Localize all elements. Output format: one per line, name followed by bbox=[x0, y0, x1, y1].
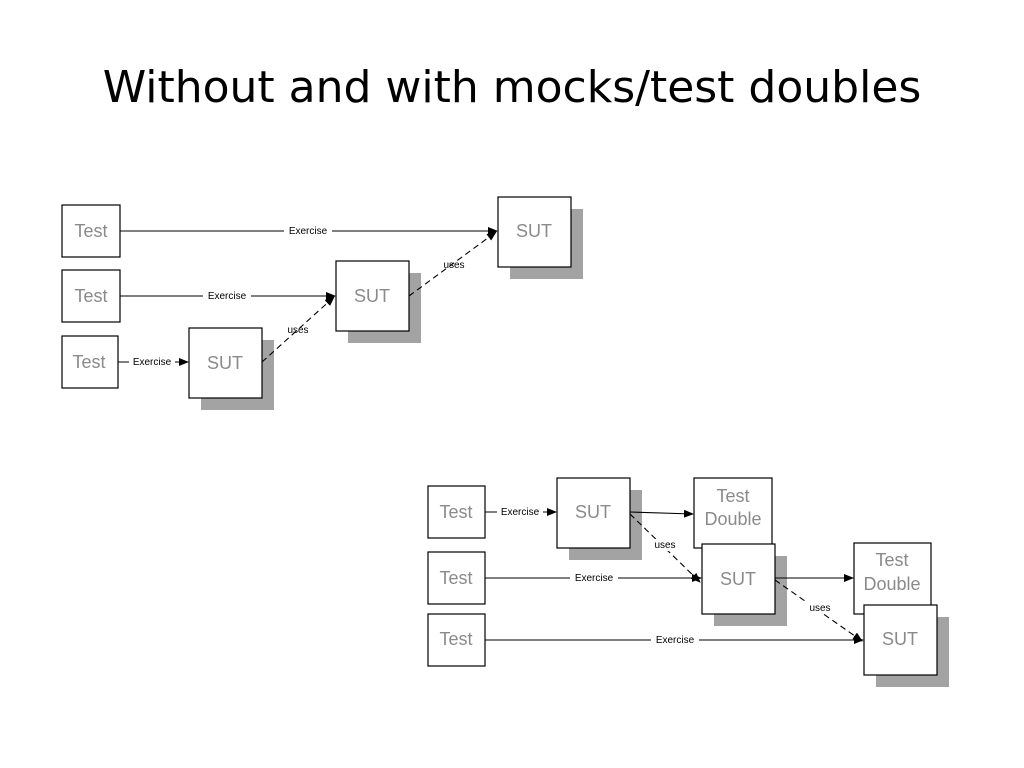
test-box: Test bbox=[61, 204, 121, 258]
test-box-label: Test bbox=[72, 352, 105, 372]
test-double-label-line1: Test bbox=[716, 486, 749, 506]
uses-label: uses bbox=[443, 260, 464, 271]
sut-box: SUT bbox=[701, 543, 787, 626]
test-double-label-line2: Double bbox=[863, 574, 920, 594]
uses-label: uses bbox=[809, 603, 830, 614]
sut-box: SUT bbox=[188, 327, 274, 410]
test-box-label: Test bbox=[74, 286, 107, 306]
test-box-label: Test bbox=[439, 568, 472, 588]
test-double-box: Test Double bbox=[693, 477, 773, 549]
uses-arrow bbox=[261, 296, 335, 363]
sut-box-label: SUT bbox=[720, 569, 756, 589]
sut-box: SUT bbox=[335, 260, 421, 343]
sut-box: SUT bbox=[556, 477, 642, 560]
exercise-label: Exercise bbox=[208, 291, 247, 302]
uses-arrow bbox=[408, 231, 497, 297]
sut-box-label: SUT bbox=[354, 286, 390, 306]
uses-label: uses bbox=[287, 325, 308, 336]
uses-label: uses bbox=[654, 540, 675, 551]
test-box-label: Test bbox=[74, 221, 107, 241]
uses-arrow bbox=[629, 513, 701, 583]
sut-box: SUT bbox=[497, 196, 583, 279]
exercise-label: Exercise bbox=[133, 357, 172, 368]
test-box: Test bbox=[427, 551, 486, 605]
test-double-label-line1: Test bbox=[875, 550, 908, 570]
diagram-without-mocks: Test Exercise SUT Test Exercise SUT bbox=[61, 196, 583, 410]
test-box-label: Test bbox=[439, 502, 472, 522]
sut-box-label: SUT bbox=[882, 629, 918, 649]
slide-title: Without and with mocks/test doubles bbox=[102, 62, 922, 113]
test-box: Test bbox=[61, 269, 121, 323]
uses-arrow bbox=[629, 509, 694, 518]
exercise-label: Exercise bbox=[575, 573, 614, 584]
test-double-label-line2: Double bbox=[704, 509, 761, 529]
test-box: Test bbox=[427, 613, 486, 667]
exercise-label: Exercise bbox=[501, 507, 540, 518]
exercise-label: Exercise bbox=[289, 226, 328, 237]
sut-box: SUT bbox=[863, 604, 949, 687]
sut-box-label: SUT bbox=[575, 502, 611, 522]
test-box: Test bbox=[61, 335, 119, 389]
test-double-box: Test Double bbox=[853, 542, 932, 615]
test-box-label: Test bbox=[439, 629, 472, 649]
sut-box-label: SUT bbox=[207, 353, 243, 373]
sut-box-label: SUT bbox=[516, 221, 552, 241]
diagram-with-mocks: Test Exercise SUT Test Double Test bbox=[427, 477, 949, 687]
test-box: Test bbox=[427, 485, 486, 539]
exercise-label: Exercise bbox=[656, 635, 695, 646]
